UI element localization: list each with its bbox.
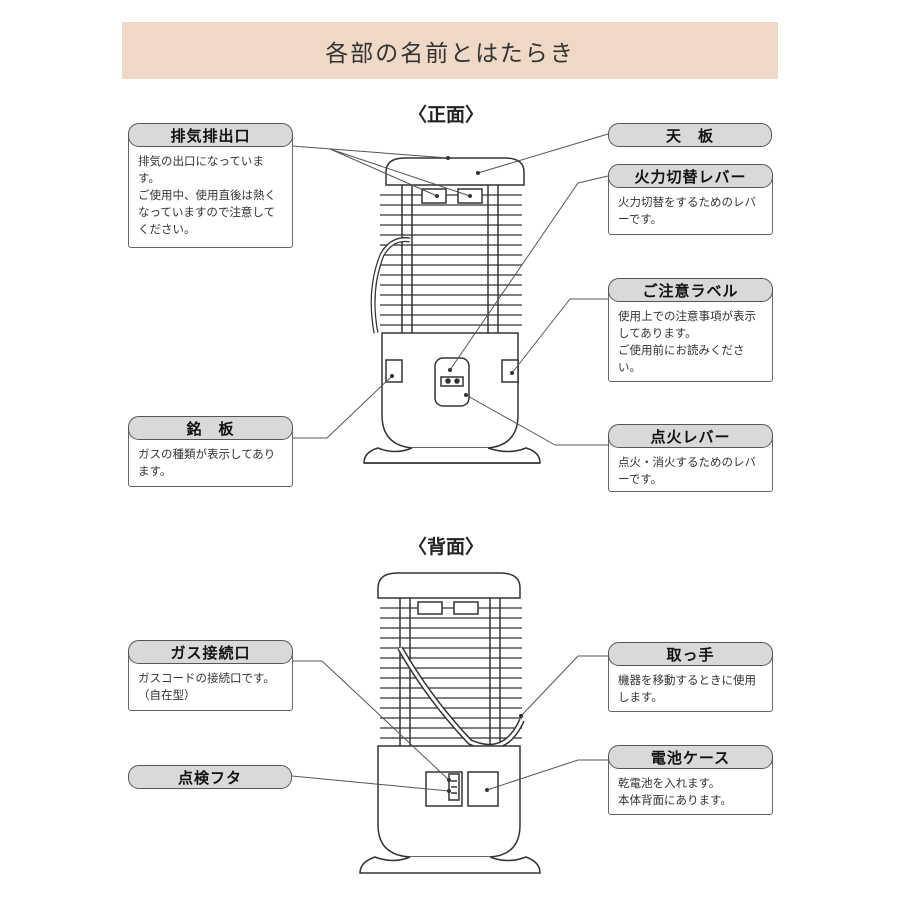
label-nameplate: 銘 板 [128,416,293,440]
front-heater-illustration [363,157,541,464]
label-battery-case: 電池ケース [608,745,773,769]
callout-caution-label: ご注意ラベル 使用上での注意事項が表示してあります。 ご使用前にお読みください。 [608,278,773,382]
label-ignition-lever: 点火レバー [608,424,773,448]
back-leader-lines [291,655,608,792]
desc-battery-case: 乾電池を入れます。 本体背面にあります。 [618,776,732,807]
page-title: 各部の名前とはたらき [325,40,575,67]
label-power-lever: 火力切替レバー [608,164,773,188]
label-gas-inlet: ガス接続口 [128,640,293,664]
callout-exhaust-outlet: 排気排出口 排気の出口になっています。 ご使用中、使用直後は熱くなっていますので… [128,123,293,248]
callout-gas-inlet: ガス接続口 ガスコードの接続口です。 （自在型） [128,640,293,711]
label-inspection-lid: 点検フタ [128,765,292,789]
page-header: 各部の名前とはたらき [122,22,778,79]
front-view-title: 〈正面〉 [408,104,485,126]
label-handle: 取っ手 [608,642,773,666]
back-heater-illustration [359,572,541,874]
desc-nameplate: ガスの種類が表示してあります。 [138,447,276,478]
desc-handle: 機器を移動するときに使用します。 [618,673,756,704]
desc-ignition-lever: 点火・消火するためのレバーです。 [618,455,756,486]
desc-exhaust-outlet: 排気の出口になっています。 ご使用中、使用直後は熱くなっていますので注意してくだ… [138,154,276,236]
label-exhaust-outlet: 排気排出口 [128,123,293,147]
callout-battery-case: 電池ケース 乾電池を入れます。 本体背面にあります。 [608,745,773,815]
desc-gas-inlet: ガスコードの接続口です。 （自在型） [138,671,275,702]
callout-ignition-lever: 点火レバー 点火・消火するためのレバーです。 [608,424,773,492]
back-view-title: 〈背面〉 [408,536,485,558]
desc-caution-label: 使用上での注意事項が表示してあります。 ご使用前にお読みください。 [618,309,756,374]
label-caution-label: ご注意ラベル [608,278,773,302]
callout-handle: 取っ手 機器を移動するときに使用します。 [608,642,773,712]
front-leader-lines [291,133,609,446]
callout-nameplate: 銘 板 ガスの種類が表示してあります。 [128,416,293,487]
label-top-plate: 天 板 [608,123,772,147]
desc-power-lever: 火力切替をするためのレバーです。 [618,195,756,226]
callout-power-lever: 火力切替レバー 火力切替をするためのレバーです。 [608,164,773,235]
